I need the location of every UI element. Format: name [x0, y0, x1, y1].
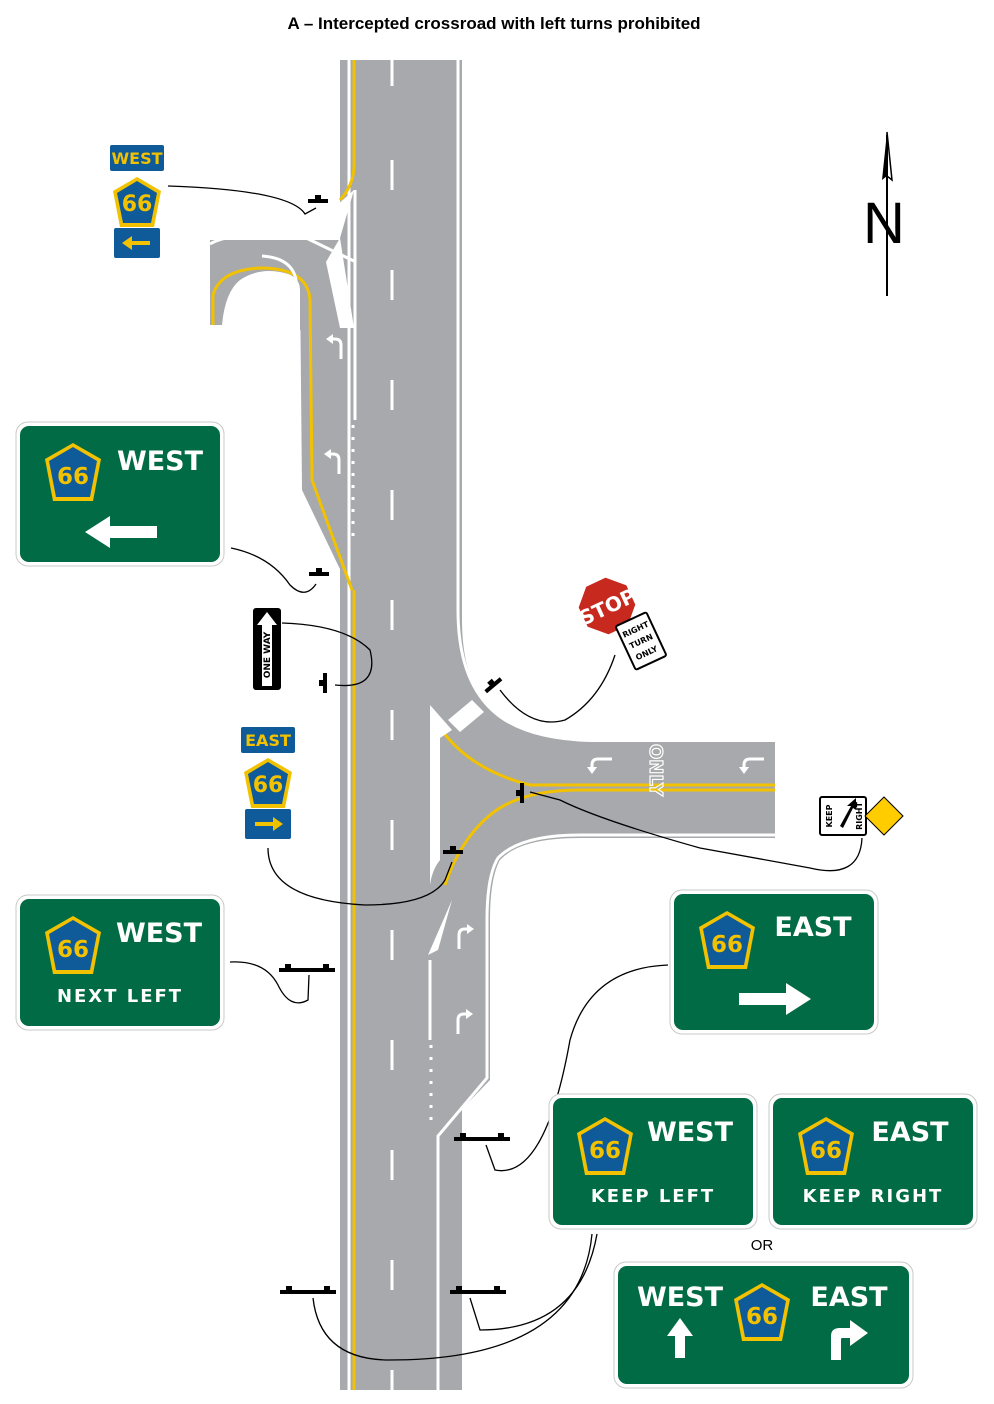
guide-sign-west-keep-left: 66 WEST KEEP LEFT — [548, 1093, 758, 1230]
right-arrow-icon — [255, 817, 283, 831]
right-arrow-icon — [739, 983, 811, 1015]
guide-east-direction: EAST — [774, 912, 852, 943]
guide-keep-left-route-number: 66 — [589, 1138, 621, 1164]
keep-right-word-2: RIGHT — [855, 802, 864, 830]
west-marker-number: 66 — [122, 192, 153, 217]
guide-west-route-number: 66 — [57, 464, 89, 490]
stop-sign-assembly: STOP RIGHT TURN ONLY — [575, 576, 667, 671]
one-way-sign: ONE WAY — [253, 608, 281, 690]
keep-right-word-1: KEEP — [825, 804, 834, 827]
guide-sign-combined-west-east: WEST EAST 66 — [613, 1261, 914, 1389]
guide-sign-east-right-arrow: 66 EAST — [669, 889, 879, 1035]
west-route-marker-assembly: WEST 66 — [110, 145, 164, 258]
guide-combined-right-direction: EAST — [810, 1282, 888, 1313]
guide-keep-left-direction: WEST — [647, 1117, 734, 1148]
guide-next-left-action: NEXT LEFT — [57, 986, 183, 1007]
guide-sign-west-left-arrow: 66 WEST — [15, 421, 225, 567]
left-arrow-icon — [85, 516, 157, 548]
east-marker-number: 66 — [253, 773, 284, 798]
guide-combined-route-number: 66 — [746, 1304, 778, 1330]
leader-lines — [167, 185, 863, 1361]
guide-keep-right-direction: EAST — [871, 1117, 949, 1148]
west-cardinal-label: WEST — [111, 149, 162, 168]
north-label: N — [863, 191, 905, 256]
guide-next-left-route-number: 66 — [57, 937, 89, 963]
guide-combined-left-direction: WEST — [637, 1282, 724, 1313]
guide-keep-right-action: KEEP RIGHT — [803, 1186, 944, 1207]
guide-east-route-number: 66 — [711, 932, 743, 958]
turn-right-arrow-icon — [831, 1320, 868, 1360]
guide-keep-right-route-number: 66 — [810, 1138, 842, 1164]
guide-next-left-direction: WEST — [116, 918, 203, 949]
east-cardinal-label: EAST — [245, 731, 291, 750]
pavement-only-word: ONLY — [645, 744, 666, 797]
one-way-label: ONE WAY — [263, 631, 273, 678]
diagram-title: A – Intercepted crossroad with left turn… — [287, 14, 700, 33]
or-label: OR — [751, 1237, 774, 1254]
east-route-marker-assembly: EAST 66 — [241, 727, 295, 839]
north-arrow: N — [863, 131, 905, 296]
guide-keep-left-action: KEEP LEFT — [591, 1186, 715, 1207]
guide-sign-east-keep-right: 66 EAST KEEP RIGHT — [768, 1093, 978, 1230]
up-arrow-icon — [667, 1318, 693, 1358]
guide-sign-west-next-left: 66 WEST NEXT LEFT — [15, 894, 225, 1031]
keep-right-sign-assembly: KEEP RIGHT — [819, 796, 904, 836]
pavement-markings: ONLY — [209, 60, 775, 1390]
left-arrow-icon — [122, 236, 150, 250]
guide-west-direction: WEST — [117, 446, 204, 477]
